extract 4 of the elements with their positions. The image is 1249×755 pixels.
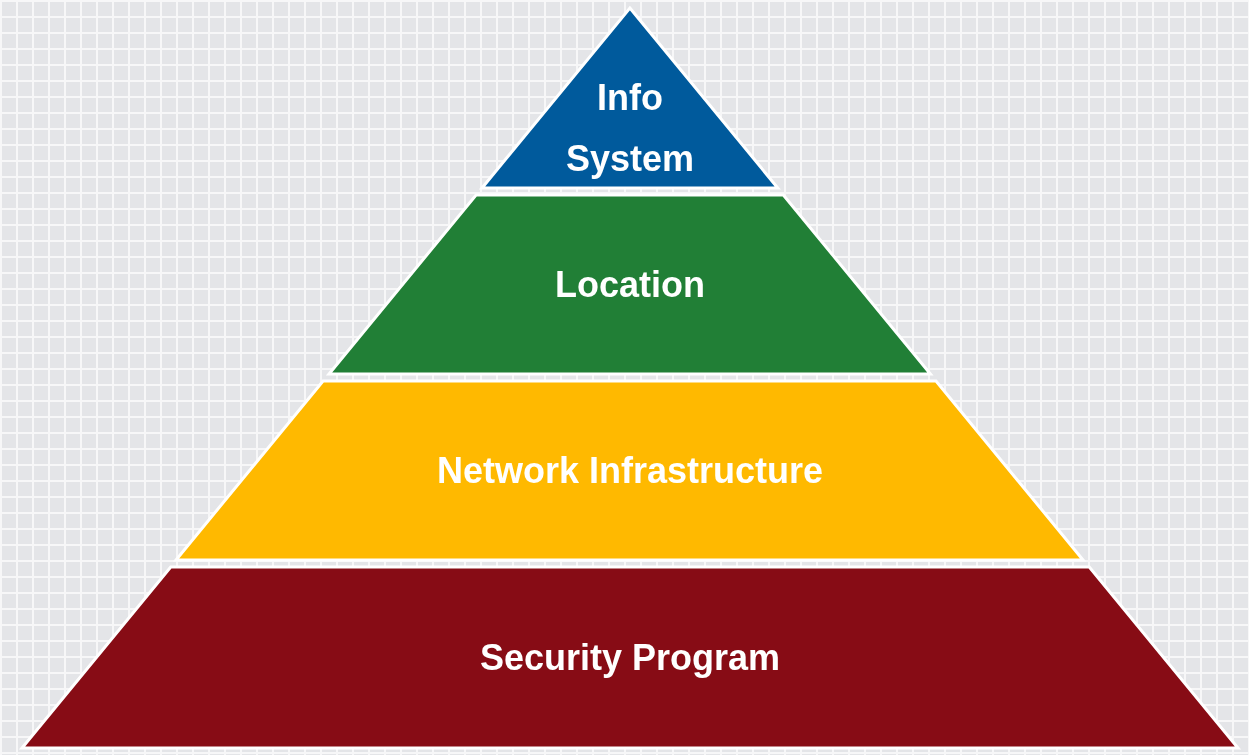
tier-label: Network Infrastructure	[436, 448, 824, 493]
tier-label: Info System	[564, 75, 695, 181]
tier-label: Security Program	[479, 635, 781, 680]
tier-label: Location	[555, 262, 705, 307]
